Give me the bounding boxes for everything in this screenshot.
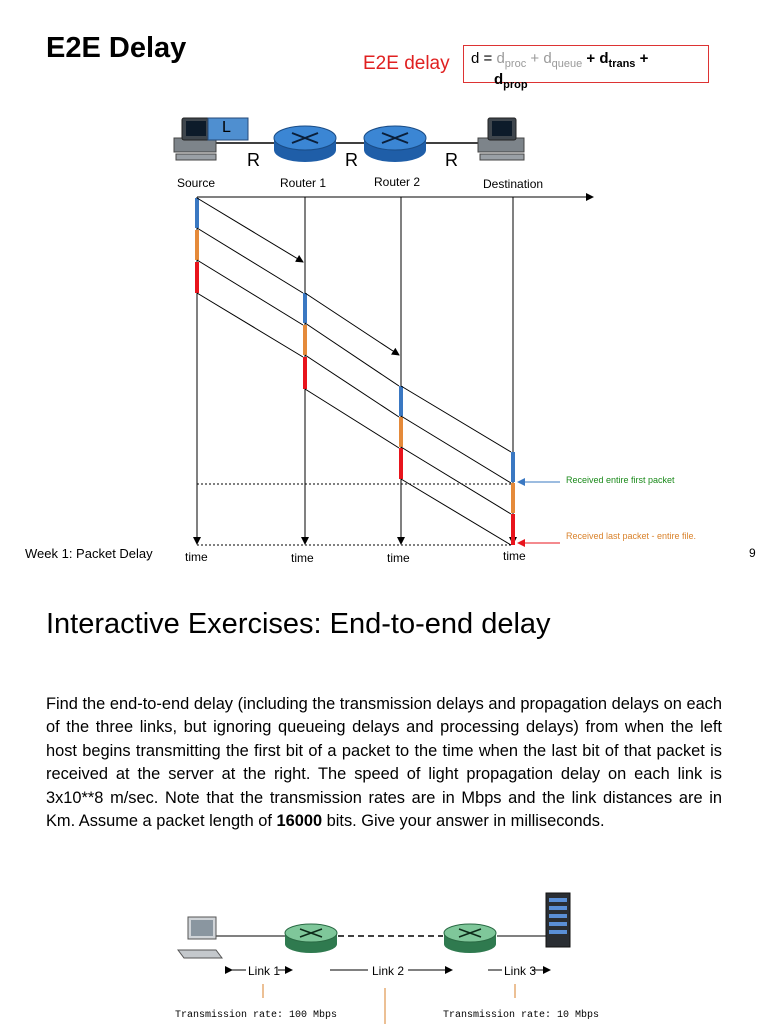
- formula-dproc: dproc: [496, 50, 526, 67]
- packet3-block: [399, 448, 403, 479]
- formula-dprop: dprop: [494, 71, 528, 91]
- delay-formula-box: d = dproc + dqueue + dtrans + dprop: [463, 45, 709, 83]
- time-label-source: time: [185, 550, 208, 564]
- exercise-title: Interactive Exercises: End-to-end delay: [46, 608, 551, 641]
- router2-icon: [364, 126, 426, 162]
- destination-computer-icon: [478, 118, 524, 160]
- formula-plus: +: [586, 50, 595, 67]
- packet1-block: [195, 198, 199, 228]
- packet2-block: [399, 417, 403, 447]
- exercise-router2-icon: [444, 924, 496, 953]
- link-rate-label: R: [345, 150, 358, 171]
- packet2-block: [195, 230, 199, 260]
- formula-plus: +: [530, 50, 539, 67]
- exercise-router1-icon: [285, 924, 337, 953]
- link3-label: Link 3: [504, 964, 536, 978]
- router1-icon: [274, 126, 336, 162]
- laptop-icon: [178, 917, 222, 958]
- node-label-router2: Router 2: [374, 175, 420, 189]
- annotation-first-packet: Received entire first packet: [566, 475, 675, 485]
- e2e-delay-label: E2E delay: [363, 53, 450, 75]
- link-rate-label: R: [247, 150, 260, 171]
- packet-length-value: 16000: [277, 812, 323, 830]
- slide-title: E2E Delay: [46, 32, 186, 65]
- packet1-block: [399, 386, 403, 416]
- packet1-block: [511, 452, 515, 482]
- exercise-network-diagram: [0, 885, 768, 1024]
- annotation-last-packet: Received last packet - entire file.: [566, 531, 696, 541]
- host-link-label: L: [222, 119, 231, 137]
- packet2-block: [511, 483, 515, 513]
- packet3-block: [303, 357, 307, 389]
- link1-label: Link 1: [248, 964, 280, 978]
- paragraph-text: Find the end-to-end delay (including the…: [46, 695, 722, 830]
- formula-dqueue: dqueue: [543, 50, 582, 67]
- timing-diagram: [0, 190, 768, 560]
- node-label-source: Source: [177, 176, 215, 190]
- time-label-router1: time: [291, 551, 314, 565]
- link-rate-label: R: [445, 150, 458, 171]
- node-label-router1: Router 1: [280, 176, 326, 190]
- paragraph-text-end: bits. Give your answer in milliseconds.: [322, 812, 604, 830]
- formula-dtrans: dtrans: [599, 50, 635, 67]
- packet2-block: [303, 325, 307, 355]
- propagation-lines: [197, 198, 511, 545]
- slide-footer: Week 1: Packet Delay: [25, 546, 153, 561]
- formula-d-eq: d =: [471, 50, 492, 67]
- exercise-paragraph: Find the end-to-end delay (including the…: [46, 693, 722, 833]
- page-number: 9: [749, 546, 756, 560]
- packet1-block: [303, 293, 307, 323]
- server-icon: [546, 893, 570, 947]
- formula-plus: +: [640, 50, 649, 67]
- time-label-router2: time: [387, 551, 410, 565]
- link3-rate-label: Transmission rate: 10 Mbps: [443, 1010, 599, 1021]
- node-label-destination: Destination: [483, 177, 543, 191]
- packet3-block: [195, 262, 199, 293]
- link1-rate-label: Transmission rate: 100 Mbps: [175, 1010, 337, 1021]
- link2-label: Link 2: [372, 964, 404, 978]
- time-label-destination: time: [503, 549, 526, 563]
- packet3-block: [511, 514, 515, 545]
- formula-line: d = dproc + dqueue + dtrans +: [471, 50, 648, 70]
